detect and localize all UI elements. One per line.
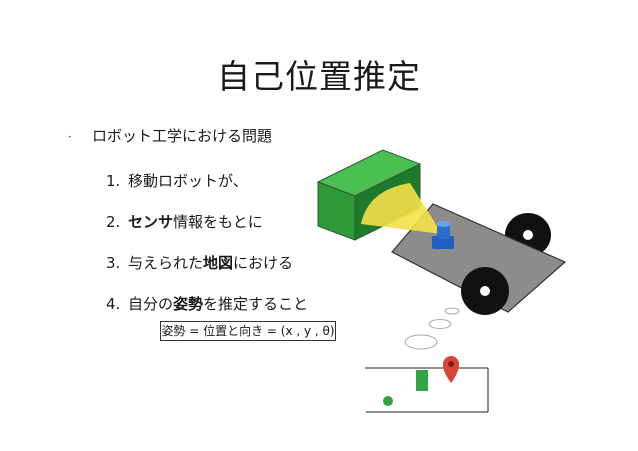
list-text-bold: センサ [128,213,174,231]
map-inset [365,356,489,413]
list-item-4: 4. 自分の姿勢を推定すること [106,293,308,314]
map-robot-marker [383,396,393,406]
front-wheel [461,267,509,315]
list-item-1: 1. 移動ロボットが、 [106,170,248,191]
list-item-2: 2. センサ情報をもとに [106,211,263,232]
thought-bubbles [404,307,460,350]
map-pin-icon [443,356,459,383]
robot-sensor [432,221,454,249]
list-text: 与えられた [128,254,204,272]
list-text: 自分の [128,295,174,313]
list-text: 情報をもとに [173,213,263,231]
list-item-3: 3. 与えられた地図における [106,252,293,273]
sensor-cone [361,183,442,234]
map-obstacle-marker [416,370,428,391]
list-number: 4. [106,295,121,313]
list-text: 移動ロボットが、 [128,172,248,190]
list-text-bold: 姿勢 [173,295,204,313]
list-text-bold: 地図 [203,254,234,272]
list-text: を推定すること [203,295,309,313]
list-number: 1. [106,172,121,190]
pose-formula-box: 姿勢 = 位置と向き = (x , y , θ) [160,321,336,341]
bullet-marker: · [68,130,72,144]
bullet-text: ロボット工学における問題 [92,127,273,145]
slide-title: 自己位置推定 [217,57,421,96]
list-number: 2. [106,213,121,231]
list-text: における [233,254,294,272]
list-number: 3. [106,254,121,272]
